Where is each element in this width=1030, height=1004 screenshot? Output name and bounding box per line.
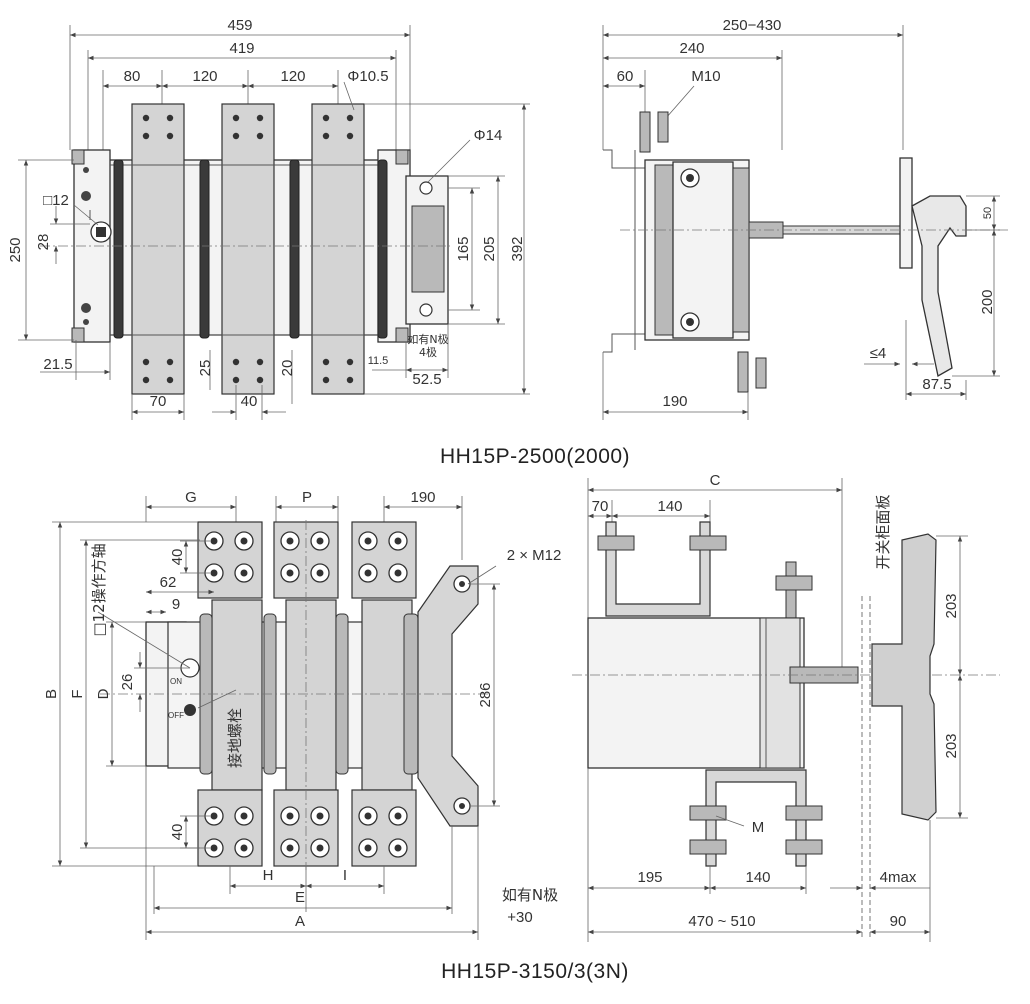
n-pole-line2: +30 [507,909,532,926]
dim-11-5: 11.5 [368,355,389,367]
dim-20: 20 [279,360,296,377]
dim-60: 60 [617,68,634,85]
dim-419: 419 [229,40,254,57]
dim-4max: 4max [880,869,917,886]
dim-40: 40 [241,393,258,410]
dim-le-4: ≤4 [870,345,887,362]
rotary-handle-large-icon [871,533,937,821]
dim-87-5: 87.5 [922,376,951,393]
drawing-title-bottom: HH15P-3150/3(3N) [441,960,629,983]
dim-M: M [752,819,765,836]
dim-190-front: 190 [410,489,435,506]
mounting-bracket [417,565,479,827]
switchgear-panel-label: 开关柜面板 [874,494,892,569]
dim-70: 70 [150,393,167,410]
dim-28: 28 [35,234,52,251]
dim-25: 25 [197,360,214,377]
dim-392: 392 [509,236,526,261]
dim-250-430: 250−430 [723,17,782,34]
dim-286: 286 [477,682,494,707]
dim-205: 205 [481,236,498,261]
n-pole-line1: 如有N极 [502,886,558,904]
dim-E: E [295,889,305,906]
dim-G: G [185,489,197,506]
off-switch-icon [184,704,196,716]
dim-459: 459 [227,17,252,34]
dim-120-b: 120 [280,68,305,85]
label-off: OFF [168,711,184,720]
dim-A: A [295,913,305,930]
dim-21-5: 21.5 [43,356,72,373]
dim-B: B [43,689,60,699]
n-pole-note-line1: 如有N极 [407,332,448,346]
dim-62: 62 [160,574,177,591]
ground-bolt-label: 接地螺栓 [226,708,244,768]
dim-80: 80 [124,68,141,85]
dim-240: 240 [679,40,704,57]
front-view-2500: 459 419 80 120 120 Φ10.5 Φ14 □12 28 250 … [7,17,530,420]
dim-140-bottom: 140 [745,869,770,886]
dim-190-side: 190 [662,393,687,410]
dim-m10: M10 [691,68,720,85]
dim-9: 9 [172,596,180,613]
dim-165: 165 [455,236,472,261]
dim-H: H [263,867,274,884]
dim-203-upper: 203 [943,593,960,618]
dim-phi-10-5: Φ10.5 [347,68,388,85]
dim-70-side: 70 [592,498,609,515]
rotary-handle-icon [911,195,967,378]
dim-phi-14: Φ14 [474,127,503,144]
dim-203-lower: 203 [943,733,960,758]
dim-F: F [69,689,86,698]
n-pole-note-line2: 4极 [419,345,437,359]
dim-square-12: □12 [43,192,69,209]
front-view-3150: G P 190 40 2 × M12 62 9 □12操作方轴 B F D 26… [43,489,561,940]
side-view-3150: C 70 140 开关柜面板 203 203 M 195 140 4max 47… [572,472,1000,942]
dim-2xM12: 2 × M12 [507,547,562,564]
dim-52-5: 52.5 [412,371,441,388]
drawing-title-top: HH15P-2500(2000) [440,445,630,468]
dim-120-a: 120 [192,68,217,85]
dim-50: 50 [982,207,994,219]
dim-40-bottom: 40 [169,824,186,841]
dim-470-510: 470 ~ 510 [688,913,755,930]
dim-195: 195 [637,869,662,886]
dim-250: 250 [7,237,24,262]
operating-shaft-label: □12操作方轴 [90,543,108,636]
dim-140-top: 140 [657,498,682,515]
dim-40-top: 40 [169,549,186,566]
dim-C: C [710,472,721,489]
dim-I: I [343,867,347,884]
label-on: ON [170,677,182,686]
dim-26: 26 [119,674,136,691]
dim-90: 90 [890,913,907,930]
dim-P: P [302,489,312,506]
dim-D: D [95,688,112,699]
side-view-2500: 250−430 240 60 M10 50 200 ≤4 87.5 190 [602,17,1010,420]
dim-200: 200 [979,289,996,314]
